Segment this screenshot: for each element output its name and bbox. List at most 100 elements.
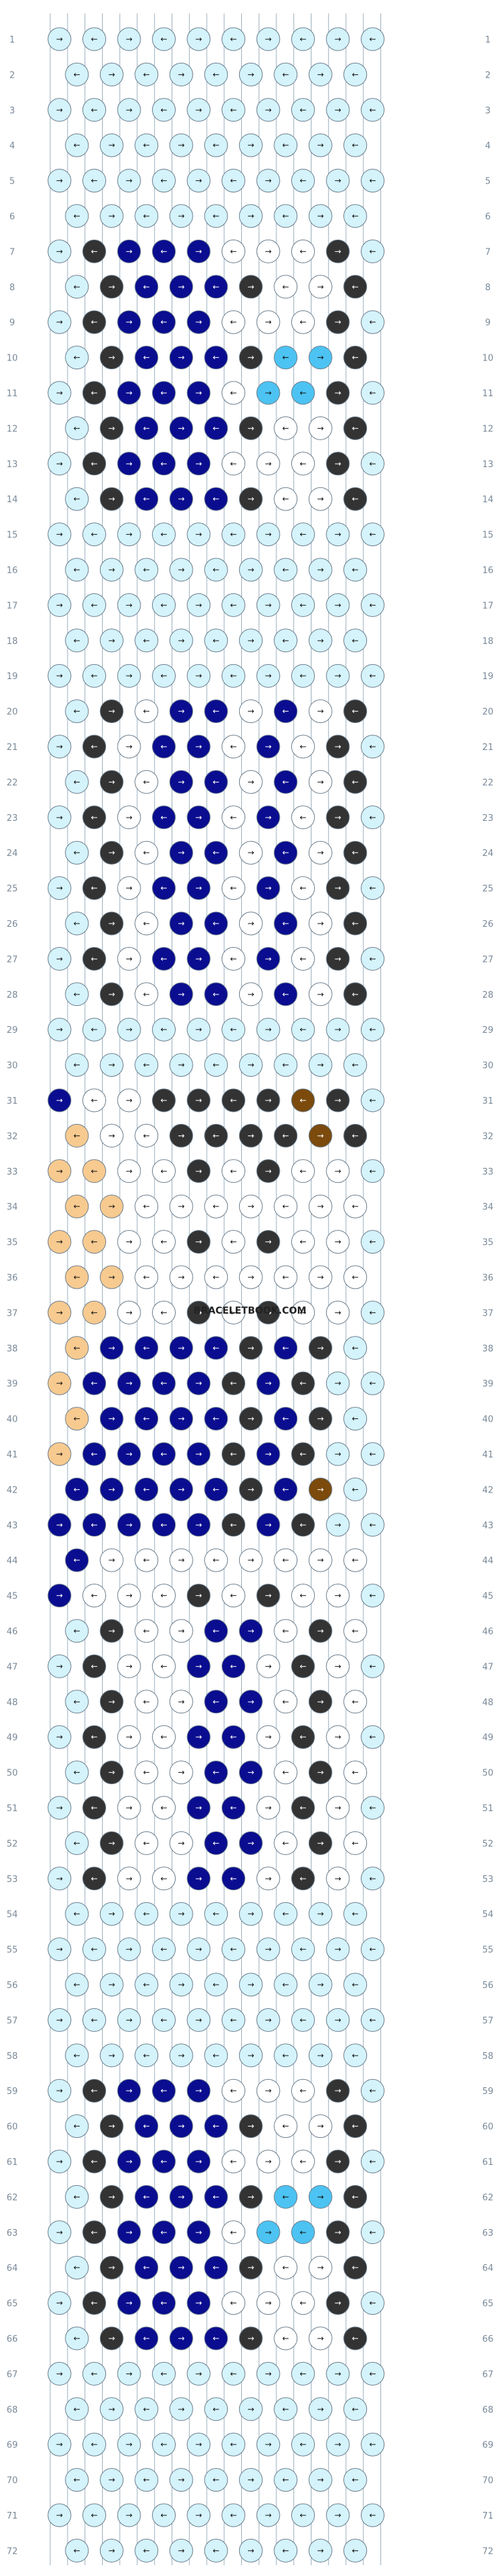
knot-arrow: ← — [282, 70, 289, 79]
row-number-right: 55 — [482, 1946, 494, 1956]
knot-arrow: → — [265, 1520, 272, 1530]
knot — [47, 2291, 72, 2315]
knot-arrow: ← — [369, 2228, 376, 2237]
knot-arrow: ← — [213, 2475, 220, 2485]
knot-arrow: → — [126, 2086, 132, 2095]
knot — [343, 982, 368, 1007]
row-number-right: 63 — [482, 2228, 494, 2238]
row-number-right: 71 — [482, 2511, 494, 2521]
knot — [222, 1725, 245, 1749]
knot-arrow: → — [334, 2086, 341, 2095]
knot — [99, 1831, 124, 1855]
knot — [152, 1584, 176, 1608]
knot — [169, 982, 193, 1007]
knot — [274, 204, 298, 228]
knot — [186, 805, 211, 830]
knot — [82, 169, 106, 193]
knot — [308, 204, 332, 228]
knot-arrow: → — [178, 1061, 184, 1070]
row-number-right: 1 — [485, 35, 491, 45]
knot — [256, 98, 280, 122]
knot-arrow: ← — [352, 1768, 359, 1777]
knot-arrow: ← — [282, 1131, 289, 1140]
knot-arrow: → — [178, 1484, 184, 1494]
knot-arrow: ← — [299, 1308, 306, 1317]
knot-arrow: → — [108, 2051, 115, 2060]
knot-arrow: → — [56, 2228, 63, 2237]
knot — [152, 1796, 176, 1820]
knot — [99, 1336, 124, 1360]
knot-arrow: ← — [369, 742, 376, 751]
knot-arrow: → — [195, 2157, 202, 2166]
knot-arrow: ← — [299, 105, 306, 115]
knot — [134, 1336, 159, 1360]
knot-arrow: ← — [282, 423, 289, 433]
knot-arrow: ← — [74, 1980, 80, 1989]
knot — [204, 2255, 228, 2280]
knot — [99, 346, 124, 370]
knot — [152, 2220, 176, 2245]
knot — [239, 2114, 263, 2139]
knot-arrow: ← — [213, 494, 220, 504]
row-number-right: 5 — [485, 177, 491, 187]
knot — [308, 911, 332, 936]
knot — [239, 1477, 263, 1501]
knot — [169, 2184, 193, 2209]
knot — [308, 2043, 332, 2068]
knot — [169, 62, 193, 86]
knot-arrow: ← — [91, 1096, 97, 1105]
knot-arrow: → — [108, 1555, 115, 1565]
knot-arrow: → — [56, 2511, 63, 2520]
knot-arrow: ← — [213, 2334, 220, 2343]
knot — [274, 1548, 298, 1572]
knot — [343, 1619, 368, 1643]
knot-arrow: ← — [143, 2263, 150, 2272]
knot-arrow: → — [334, 1449, 341, 1459]
knot — [274, 1619, 298, 1643]
knot-arrow: → — [317, 1909, 324, 1918]
knot-arrow: ← — [74, 1202, 80, 1211]
knot-arrow: → — [108, 494, 115, 504]
knot — [274, 1053, 298, 1077]
knot — [186, 522, 211, 547]
knot-arrow: ← — [160, 1237, 167, 1247]
knot-arrow: → — [317, 565, 324, 574]
row-number-left: 53 — [7, 1875, 18, 1885]
knot-arrow: ← — [143, 282, 150, 292]
knot — [291, 522, 315, 547]
row-number-right: 30 — [482, 1061, 494, 1071]
knot-arrow: ← — [369, 1520, 376, 1530]
knot — [343, 1477, 368, 1501]
row-number-right: 17 — [482, 601, 494, 611]
knot-arrow: ← — [160, 1449, 167, 1459]
knot-arrow: → — [265, 1096, 272, 1105]
knot — [47, 2503, 72, 2527]
knot-arrow: ← — [369, 1237, 376, 1247]
knot — [326, 2361, 350, 2386]
knot-arrow: ← — [160, 813, 167, 822]
knot — [361, 1796, 384, 1820]
knot — [169, 133, 193, 157]
knot-arrow: ← — [352, 1343, 359, 1353]
knot — [152, 1937, 176, 1962]
knot — [291, 664, 315, 688]
row-number-left: 2 — [9, 70, 15, 80]
knot — [326, 2078, 350, 2103]
knot — [222, 1088, 245, 1112]
knot — [47, 664, 72, 688]
row-number-right: 3 — [485, 106, 491, 116]
knot-arrow: → — [265, 954, 272, 963]
knot-arrow: → — [56, 2086, 63, 2095]
knot — [291, 593, 315, 617]
knot — [134, 346, 159, 370]
knot-arrow: ← — [74, 2405, 80, 2414]
row-number-right: 54 — [482, 1910, 494, 1920]
knot — [47, 2078, 72, 2103]
knot — [326, 27, 350, 51]
knot — [274, 1265, 298, 1289]
knot-arrow: → — [317, 282, 324, 292]
knot-arrow: ← — [230, 176, 236, 186]
knot — [152, 98, 176, 122]
row-number-left: 26 — [7, 919, 18, 930]
knot-arrow: → — [317, 353, 324, 363]
